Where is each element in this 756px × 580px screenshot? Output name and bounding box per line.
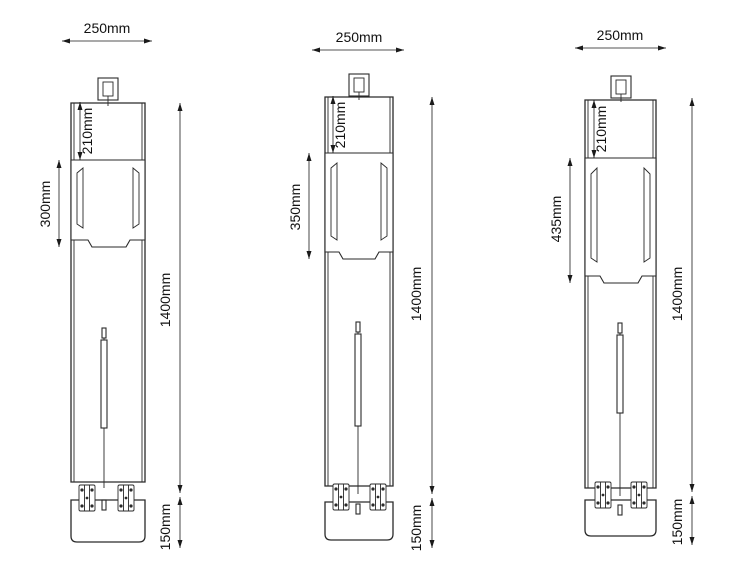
width-dimension: 250mm <box>575 27 666 51</box>
stand-base <box>324 501 394 541</box>
hinge-right <box>369 483 387 511</box>
stand-base <box>70 499 146 543</box>
top-clamp <box>610 75 632 102</box>
support-strut <box>100 327 108 511</box>
stand-unit-2: 250mm <box>287 29 435 551</box>
support-strut <box>354 321 362 515</box>
height-label: 1400mm <box>669 267 685 321</box>
height-dimension: 1400mm <box>669 98 695 492</box>
stand-unit-1: 250mm <box>37 20 183 550</box>
base-label: 150mm <box>669 499 685 546</box>
top-clamp <box>97 77 119 106</box>
top-offset-dimension: 210mm <box>330 96 348 153</box>
tablet-pocket <box>584 157 657 284</box>
top-offset-label: 210mm <box>593 106 609 153</box>
top-offset-label: 210mm <box>79 108 95 155</box>
top-offset-label: 210mm <box>332 102 348 149</box>
base-dimension: 150mm <box>408 498 435 551</box>
width-label: 250mm <box>84 20 131 36</box>
hinge-left <box>332 483 350 511</box>
width-label: 250mm <box>597 27 644 43</box>
base-label: 150mm <box>157 504 173 551</box>
hinge-right <box>117 484 135 512</box>
top-offset-dimension: 210mm <box>591 100 609 158</box>
base-label: 150mm <box>408 505 424 552</box>
width-dimension: 250mm <box>62 20 152 44</box>
height-label: 1400mm <box>408 267 424 321</box>
top-offset-dimension: 210mm <box>77 102 95 160</box>
hinge-left <box>78 484 96 512</box>
pocket-dimension: 300mm <box>37 160 62 247</box>
base-dimension: 150mm <box>157 497 183 550</box>
pocket-label: 300mm <box>37 181 53 228</box>
hinge-right <box>630 481 648 509</box>
tablet-pocket <box>70 159 146 248</box>
height-dimension: 1400mm <box>157 103 183 493</box>
stand-unit-3: 250mm <box>548 27 695 545</box>
tablet-pocket <box>324 152 394 260</box>
width-dimension: 250mm <box>312 29 404 53</box>
pocket-label: 350mm <box>287 184 303 231</box>
hinge-left <box>594 481 612 509</box>
base-dimension: 150mm <box>669 496 695 545</box>
pocket-dimension: 435mm <box>548 158 573 283</box>
height-label: 1400mm <box>157 273 173 327</box>
pocket-dimension: 350mm <box>287 153 312 259</box>
height-dimension: 1400mm <box>408 97 435 494</box>
pocket-label: 435mm <box>548 196 564 243</box>
stand-base <box>584 499 657 537</box>
support-strut <box>616 322 624 516</box>
top-clamp <box>348 73 370 100</box>
width-label: 250mm <box>336 29 383 45</box>
